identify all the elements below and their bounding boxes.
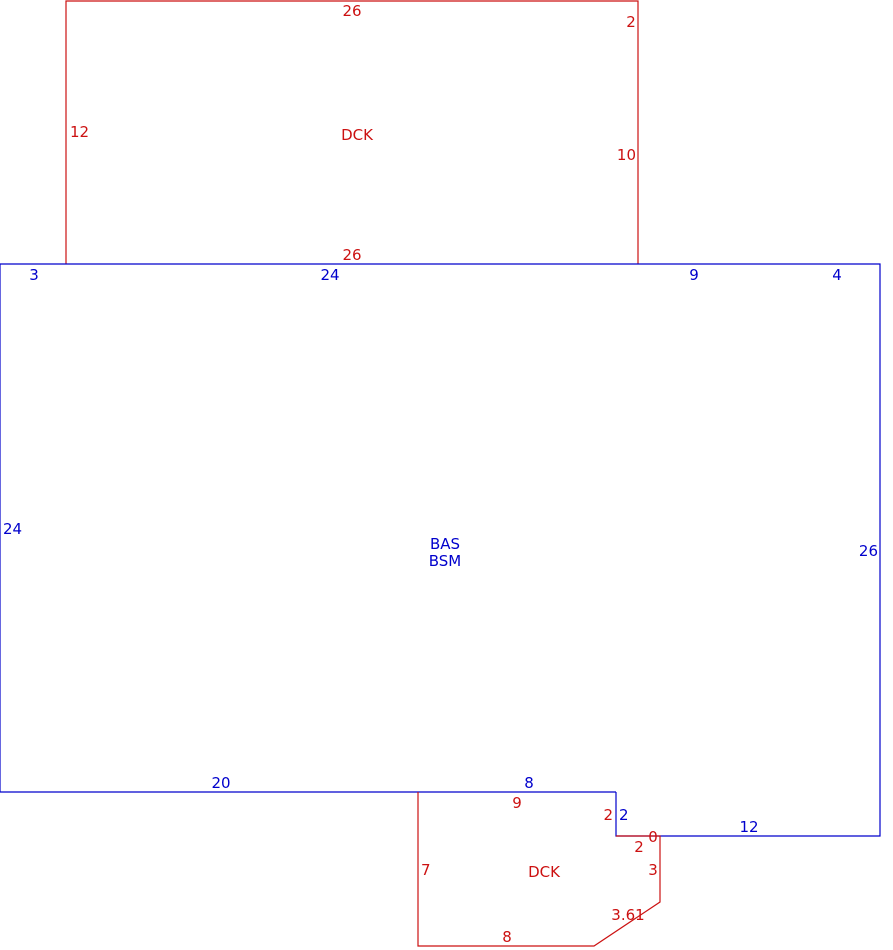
- top-deck-dim-bottom: 26: [342, 246, 361, 264]
- main-dim-bottom-left: 20: [211, 774, 230, 792]
- main-dim-left: 24: [3, 520, 22, 538]
- top-deck-dim-right-top: 2: [626, 13, 636, 31]
- top-deck-dim-right: 10: [617, 146, 636, 164]
- main-dim-top-right-b: 4: [832, 266, 842, 284]
- main-area-label-line1: BAS: [430, 535, 460, 553]
- main-area-label-line2: BSM: [429, 552, 462, 570]
- bottom-deck-dim-notch: 2: [603, 806, 613, 824]
- main-dim-bottom-right: 12: [739, 818, 758, 836]
- top-deck-dim-top: 26: [342, 2, 361, 20]
- bottom-deck-dim-right: 3: [648, 861, 658, 879]
- bottom-deck-dim-diagonal: 3.61: [611, 906, 644, 924]
- top-deck-outline: [65, 0, 639, 264]
- bottom-deck-dim-top: 9: [512, 794, 522, 812]
- bottom-deck-dim-bottom: 8: [502, 928, 512, 946]
- bottom-deck-outline: [417, 792, 661, 947]
- main-dim-bottom-mid: 8: [524, 774, 534, 792]
- bottom-deck-dim-zero: 0: [648, 828, 658, 846]
- main-dim-top-left: 3: [29, 266, 39, 284]
- bottom-deck-dim-step: 2: [634, 838, 644, 856]
- top-deck-dim-left: 12: [70, 123, 89, 141]
- main-dim-notch: 2: [619, 806, 629, 824]
- bottom-deck-area-label: DCK: [528, 863, 561, 881]
- main-dim-top-mid: 24: [320, 266, 339, 284]
- top-deck-area-label: DCK: [341, 126, 374, 144]
- main-dim-top-right-a: 9: [689, 266, 699, 284]
- bottom-deck-dim-left: 7: [421, 861, 431, 879]
- main-dim-right: 26: [859, 542, 878, 560]
